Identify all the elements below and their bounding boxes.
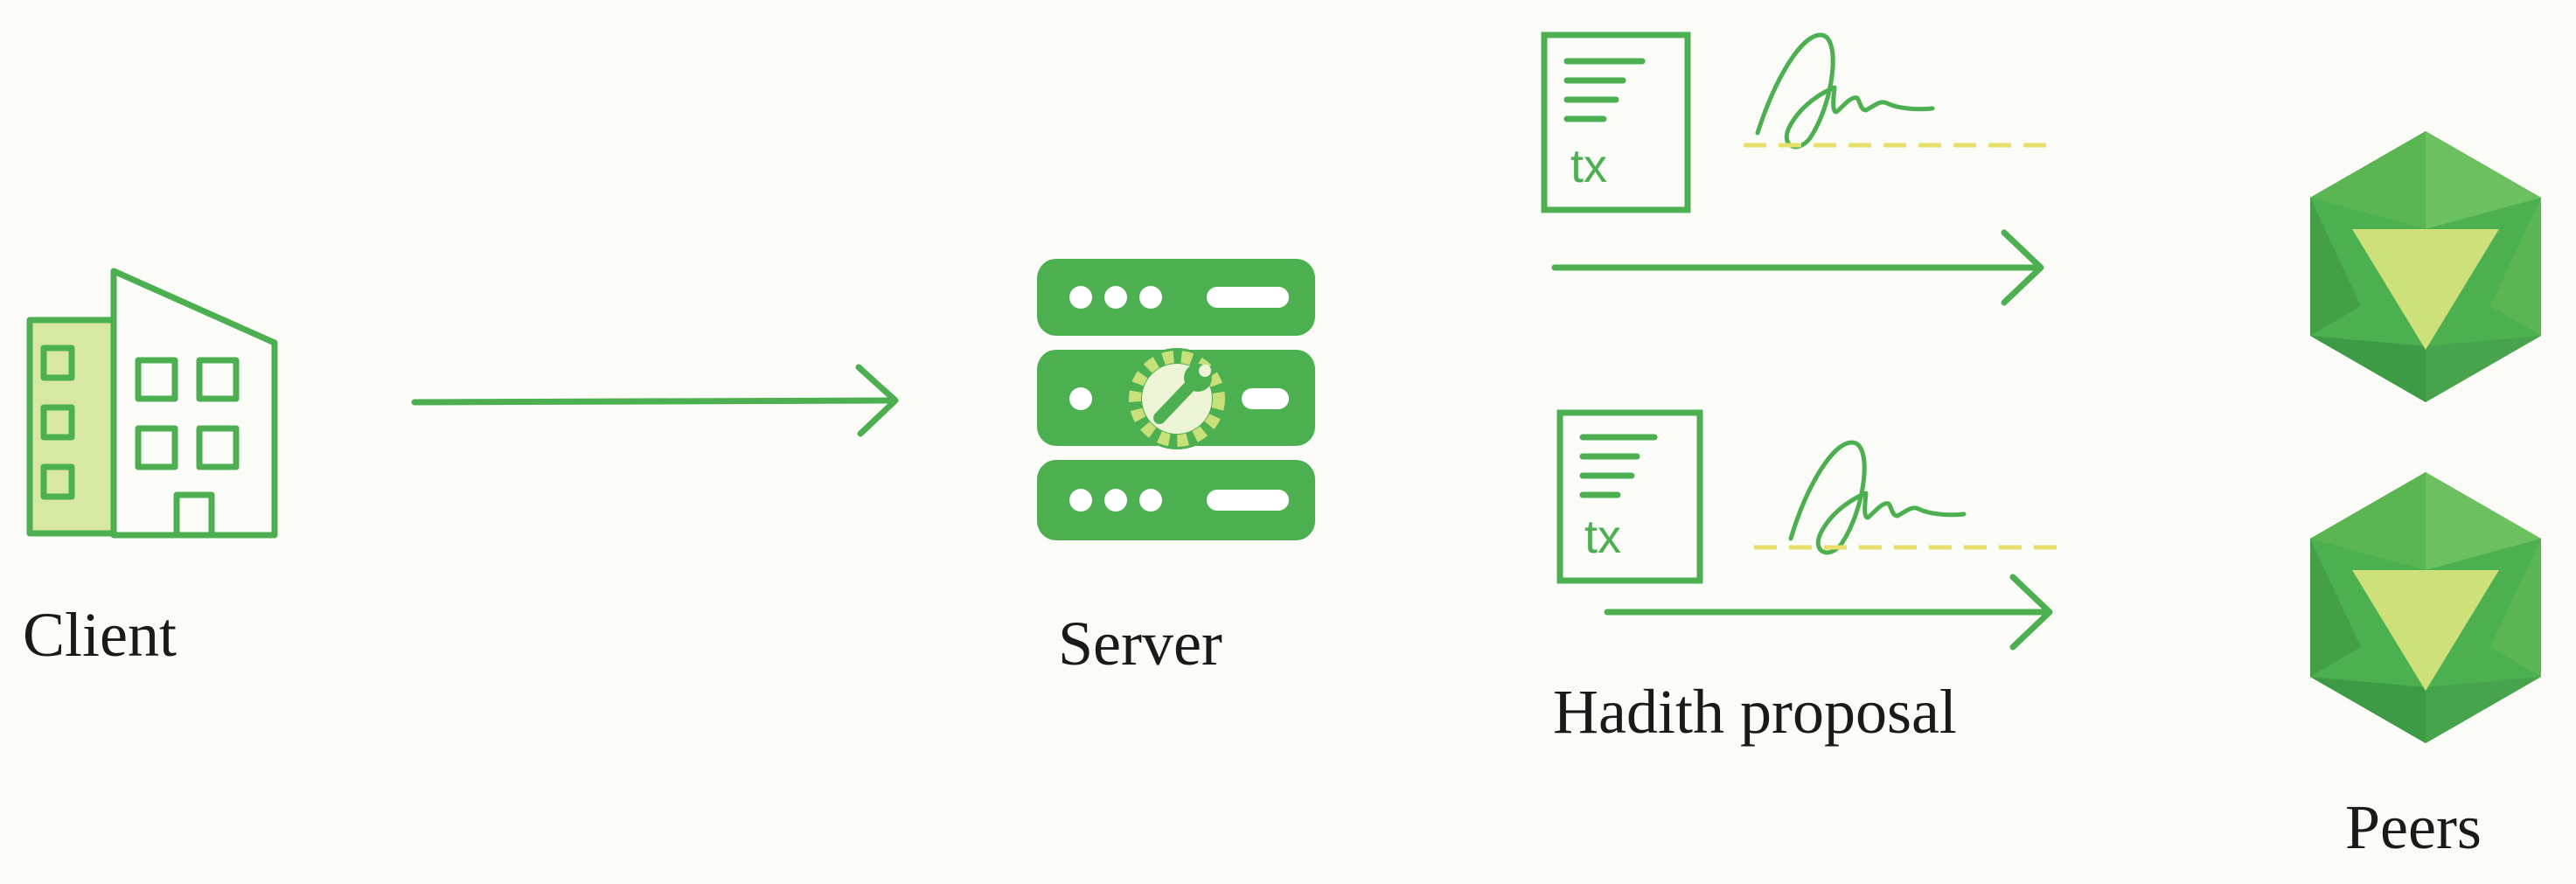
proposal-label: Hadith proposal [1553,677,1957,747]
peer-icon [2310,131,2541,402]
arrow-proposal-bottom [1604,574,2053,651]
wrench-gear-icon [1126,348,1228,449]
transaction-document-icon [1556,409,1703,584]
signature-icon [1754,440,2064,555]
server-label: Server [1058,609,1222,679]
document-tag: tx [1570,140,1607,192]
server-icon [1037,259,1315,540]
building-icon [26,268,278,539]
signature-icon [1744,32,2046,150]
peer-icon [2310,472,2541,743]
peers-label: Peers [2345,792,2482,862]
transaction-document-icon [1541,31,1691,213]
document-tag: tx [1584,511,1621,563]
arrow-proposal-top [1551,229,2044,306]
client-label: Client [23,600,177,670]
arrow-client-server [411,364,899,437]
